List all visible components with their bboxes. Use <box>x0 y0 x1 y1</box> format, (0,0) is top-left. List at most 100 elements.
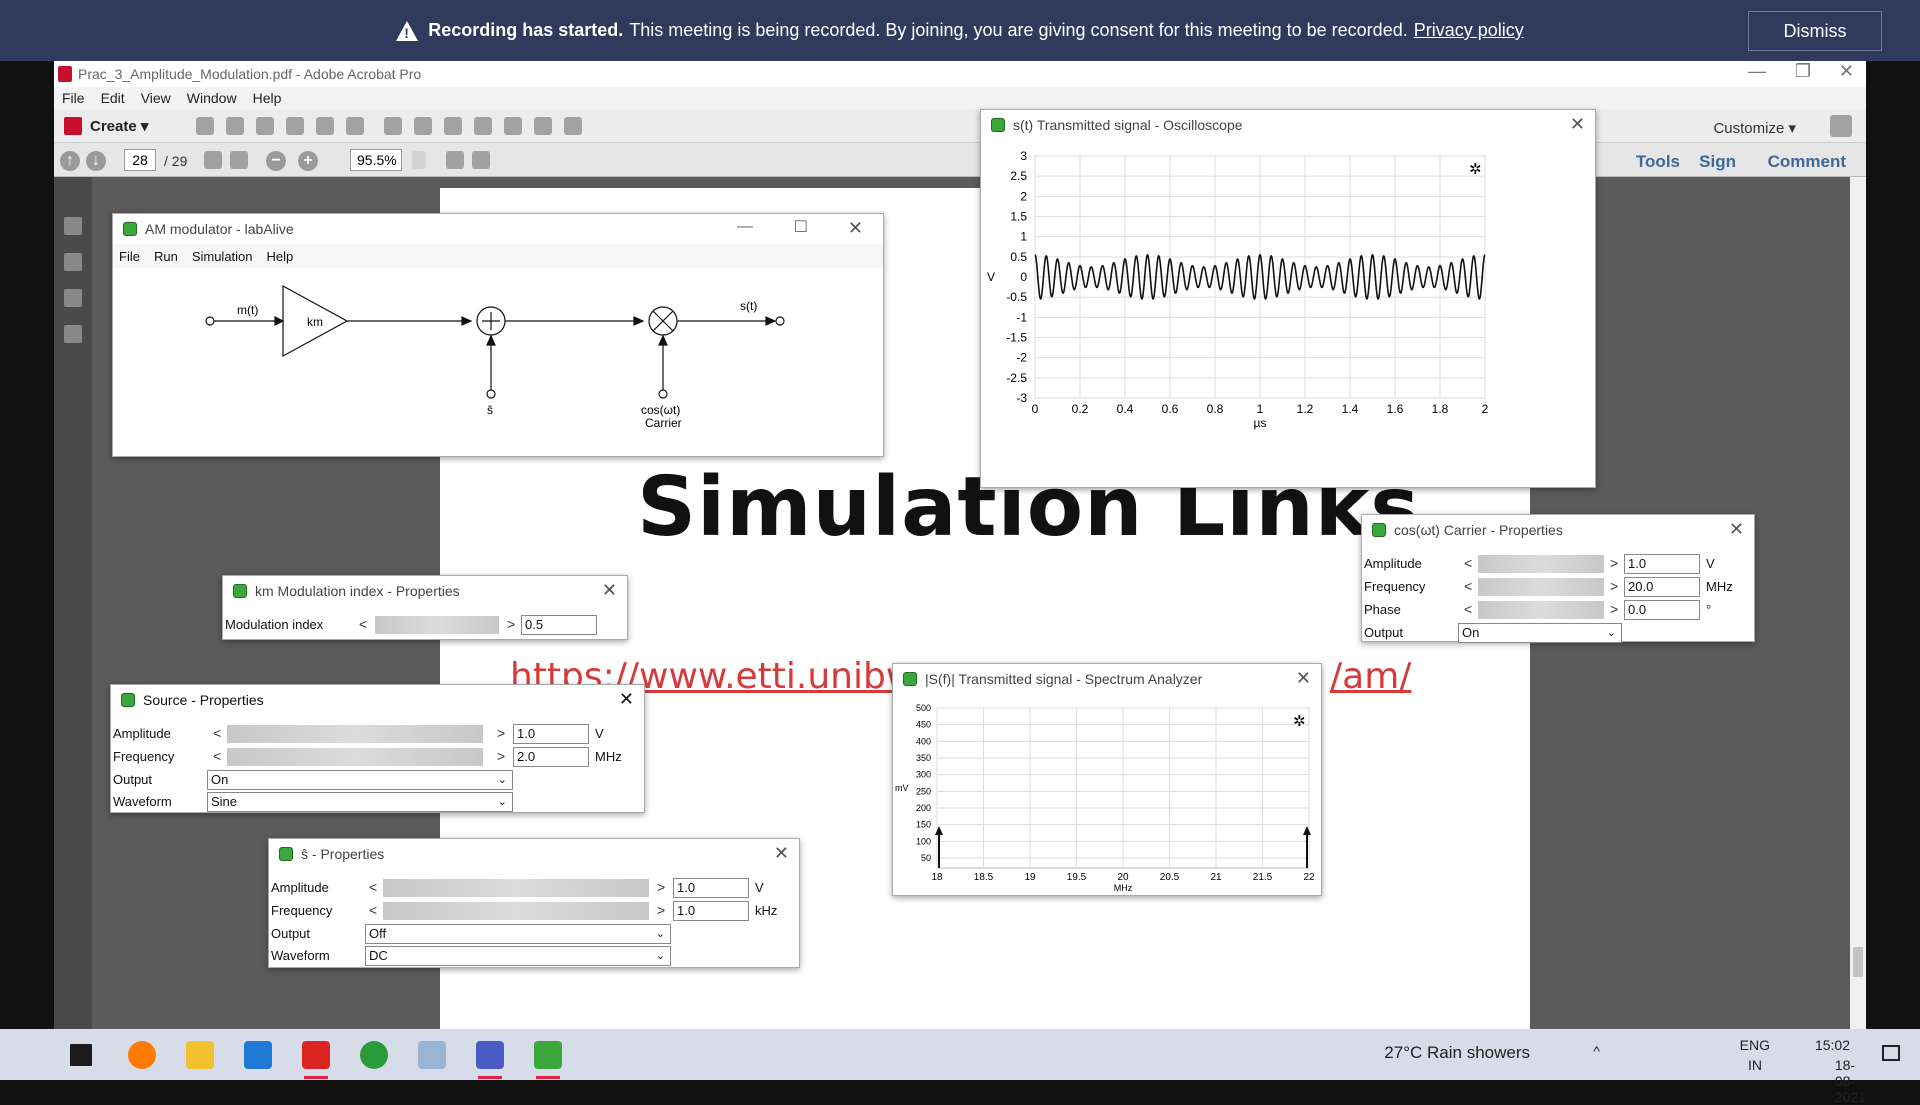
slide-link-end[interactable]: /am/ <box>1330 656 1412 697</box>
menu-file[interactable]: File <box>62 90 85 106</box>
close-icon[interactable]: ✕ <box>1569 114 1585 134</box>
amplitude-input[interactable]: 1.0 <box>1624 554 1700 574</box>
sign-link[interactable]: Sign <box>1699 152 1736 171</box>
close-icon[interactable]: ✕ <box>1728 519 1744 539</box>
file-explorer-icon[interactable] <box>186 1041 214 1069</box>
close-icon[interactable]: ✕ <box>847 218 863 238</box>
km-amplifier[interactable] <box>282 284 349 358</box>
zoom-in-icon[interactable]: + <box>298 151 318 171</box>
edit-icon[interactable] <box>316 117 334 135</box>
increase-arrow[interactable]: > <box>1610 578 1619 594</box>
close-icon[interactable]: ✕ <box>618 689 634 709</box>
tray-chevron-icon[interactable]: ^ <box>1593 1043 1600 1059</box>
frequency-input[interactable]: 1.0 <box>673 901 749 921</box>
output-select[interactable]: On⌄ <box>1458 623 1622 643</box>
decrease-arrow[interactable]: < <box>359 616 368 632</box>
create-button[interactable]: Create ▾ <box>64 117 148 135</box>
fit-width-icon[interactable] <box>446 151 464 169</box>
minimize-icon[interactable]: — <box>1748 61 1766 81</box>
attachment-icon[interactable] <box>64 289 82 307</box>
amplitude-slider[interactable] <box>383 879 649 897</box>
phase-input[interactable]: 0.0 <box>1624 600 1700 620</box>
frequency-slider[interactable] <box>227 748 483 766</box>
menu-window[interactable]: Window <box>186 90 237 106</box>
acrobat-taskbar-icon[interactable] <box>302 1041 330 1079</box>
tools-link[interactable]: Tools <box>1635 152 1680 171</box>
decrease-arrow[interactable]: < <box>213 725 222 741</box>
input-terminal[interactable] <box>205 316 215 326</box>
bookmark-icon[interactable] <box>64 253 82 271</box>
comment-icon[interactable] <box>414 117 432 135</box>
form-icon[interactable] <box>564 117 582 135</box>
firefox-icon[interactable] <box>128 1041 156 1069</box>
pages-icon[interactable] <box>64 217 82 235</box>
output-select[interactable]: Off⌄ <box>365 924 671 944</box>
close-icon[interactable]: ✕ <box>601 580 617 600</box>
s-hat-terminal[interactable] <box>486 389 496 399</box>
close-icon[interactable]: ✕ <box>773 843 789 863</box>
decrease-arrow[interactable]: < <box>1464 601 1473 617</box>
close-icon[interactable]: ✕ <box>1295 668 1311 688</box>
scroll-thumb[interactable] <box>1853 947 1863 977</box>
modulation-index-input[interactable]: 0.5 <box>521 615 597 635</box>
page-number-input[interactable]: 28 <box>124 149 156 171</box>
comment-link[interactable]: Comment <box>1767 152 1846 171</box>
increase-arrow[interactable]: > <box>1610 601 1619 617</box>
decrease-arrow[interactable]: < <box>213 748 222 764</box>
gear-icon[interactable]: ✲ <box>1293 712 1306 730</box>
clock-time[interactable]: 15:02 <box>1814 1037 1850 1053</box>
decrease-arrow[interactable]: < <box>369 902 378 918</box>
zoom-out-icon[interactable]: − <box>266 151 286 171</box>
save-icon[interactable] <box>226 117 244 135</box>
amplitude-slider[interactable] <box>1478 555 1604 573</box>
next-page-icon[interactable]: ↓ <box>86 151 106 171</box>
weather-text[interactable]: 27°C Rain showers <box>1384 1043 1530 1062</box>
gear-icon[interactable]: ✲ <box>1469 160 1482 178</box>
email-icon[interactable] <box>346 117 364 135</box>
frequency-input[interactable]: 2.0 <box>513 747 589 767</box>
print-icon[interactable] <box>286 117 304 135</box>
minimize-icon[interactable]: — <box>737 218 753 235</box>
notification-icon[interactable] <box>1882 1045 1900 1061</box>
frequency-input[interactable]: 20.0 <box>1624 577 1700 597</box>
menu-edit[interactable]: Edit <box>100 90 125 106</box>
waveform-select[interactable]: Sine⌄ <box>207 792 513 812</box>
open-icon[interactable] <box>196 117 214 135</box>
decrease-arrow[interactable]: < <box>369 879 378 895</box>
output-select[interactable]: On⌄ <box>207 770 513 790</box>
amplitude-slider[interactable] <box>227 725 483 743</box>
labalive-taskbar-icon[interactable] <box>534 1041 562 1079</box>
am-menu-run[interactable]: Run <box>153 248 178 264</box>
delete-icon[interactable] <box>474 117 492 135</box>
increase-arrow[interactable]: > <box>1610 555 1619 571</box>
fullscreen-icon[interactable] <box>1830 115 1852 137</box>
increase-arrow[interactable]: > <box>497 748 506 764</box>
menu-help[interactable]: Help <box>252 90 282 106</box>
close-icon[interactable]: ✕ <box>1838 61 1854 81</box>
zoom-input[interactable]: 95.5% <box>350 149 402 171</box>
lang-region[interactable]: IN <box>1748 1057 1762 1073</box>
modulation-index-slider[interactable] <box>375 616 499 634</box>
lang-code[interactable]: ENG <box>1739 1037 1770 1053</box>
cloud-icon[interactable] <box>256 117 274 135</box>
windows-start-icon[interactable] <box>70 1044 92 1066</box>
select-tool-icon[interactable] <box>204 151 222 169</box>
phase-slider[interactable] <box>1478 601 1604 619</box>
hand-tool-icon[interactable] <box>230 151 248 169</box>
decrease-arrow[interactable]: < <box>1464 555 1473 571</box>
highlight-icon[interactable] <box>444 117 462 135</box>
teams-icon[interactable] <box>476 1041 504 1079</box>
waveform-select[interactable]: DC⌄ <box>365 946 671 966</box>
restore-icon[interactable]: ❐ <box>1794 61 1811 81</box>
dismiss-button[interactable]: Dismiss <box>1748 11 1882 51</box>
prev-page-icon[interactable]: ↑ <box>60 151 80 171</box>
tool-icon[interactable] <box>418 1041 446 1069</box>
privacy-policy-link[interactable]: Privacy policy <box>1413 20 1524 40</box>
am-menu-help[interactable]: Help <box>266 248 294 264</box>
frequency-slider[interactable] <box>1478 578 1604 596</box>
document-scrollbar[interactable] <box>1850 177 1866 1029</box>
zoom-dropdown-icon[interactable] <box>412 151 426 169</box>
increase-arrow[interactable]: > <box>497 725 506 741</box>
increase-arrow[interactable]: > <box>657 902 666 918</box>
menu-view[interactable]: View <box>140 90 171 106</box>
